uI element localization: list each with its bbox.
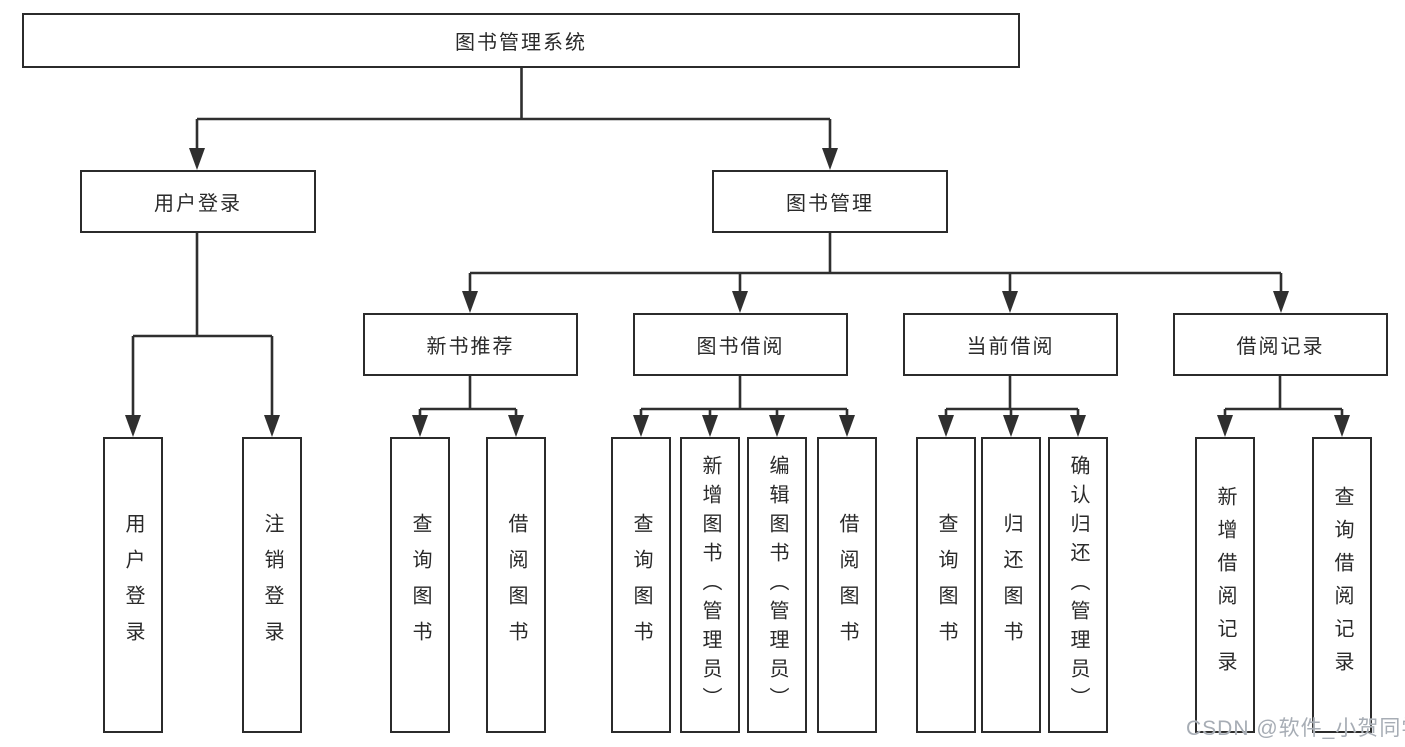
node-book-management-label: 图书管理 xyxy=(786,193,874,215)
node-current-borrow-label: 当前借阅 xyxy=(966,336,1055,358)
leaf-user-login: 用户登录 xyxy=(103,437,163,733)
node-borrow-records-label: 借阅记录 xyxy=(1236,336,1325,358)
leaf-query-borrow-record: 查询借阅记录 xyxy=(1312,437,1372,733)
node-new-book-recommend: 新书推荐 xyxy=(363,313,578,376)
leaf-logout-label: 注销登录 xyxy=(261,513,283,657)
leaf-query-books-recommend-label: 查询图书 xyxy=(409,513,431,657)
leaf-borrow-books-recommend-label: 借阅图书 xyxy=(505,513,527,657)
leaf-query-books-current: 查询图书 xyxy=(916,437,976,733)
leaf-return-books-label: 归还图书 xyxy=(1000,513,1022,657)
node-borrow-records: 借阅记录 xyxy=(1173,313,1388,376)
node-user-login-label: 用户登录 xyxy=(154,193,242,215)
leaf-edit-book-admin-label: 编辑图书（管理员） xyxy=(766,454,788,716)
connector-book-management-children xyxy=(462,233,1289,313)
node-library-system: 图书管理系统 xyxy=(22,13,1020,68)
leaf-logout: 注销登录 xyxy=(242,437,302,733)
leaf-query-books-borrow: 查询图书 xyxy=(611,437,671,733)
leaf-add-borrow-record: 新增借阅记录 xyxy=(1195,437,1255,733)
leaf-confirm-return-admin: 确认归还（管理员） xyxy=(1048,437,1108,733)
leaf-user-login-label: 用户登录 xyxy=(122,513,144,657)
leaf-add-book-admin-label: 新增图书（管理员） xyxy=(699,454,721,716)
leaf-add-borrow-record-label: 新增借阅记录 xyxy=(1214,486,1236,684)
node-current-borrow: 当前借阅 xyxy=(903,313,1118,376)
node-new-book-recommend-label: 新书推荐 xyxy=(426,336,515,358)
leaf-borrow-books: 借阅图书 xyxy=(817,437,877,733)
node-user-login: 用户登录 xyxy=(80,170,316,233)
connector-book-borrow-children xyxy=(633,376,855,437)
leaf-add-book-admin: 新增图书（管理员） xyxy=(680,437,740,733)
leaf-borrow-books-label: 借阅图书 xyxy=(836,513,858,657)
connector-borrow-records-children xyxy=(1217,376,1350,437)
leaf-edit-book-admin: 编辑图书（管理员） xyxy=(747,437,807,733)
csdn-watermark: CSDN @软件_小贺同学 xyxy=(1186,717,1405,740)
node-book-management: 图书管理 xyxy=(712,170,948,233)
leaf-query-books-borrow-label: 查询图书 xyxy=(630,513,652,657)
leaf-query-books-recommend: 查询图书 xyxy=(390,437,450,733)
leaf-query-books-current-label: 查询图书 xyxy=(935,513,957,657)
leaf-query-borrow-record-label: 查询借阅记录 xyxy=(1331,486,1353,684)
leaf-return-books: 归还图书 xyxy=(981,437,1041,733)
connector-user-login-children xyxy=(125,233,280,437)
node-book-borrow: 图书借阅 xyxy=(633,313,848,376)
leaf-confirm-return-admin-label: 确认归还（管理员） xyxy=(1067,454,1089,716)
connector-new-book-children xyxy=(412,376,524,437)
leaf-borrow-books-recommend: 借阅图书 xyxy=(486,437,546,733)
connector-root-to-level2 xyxy=(189,68,838,170)
node-book-borrow-label: 图书借阅 xyxy=(696,336,785,358)
node-library-system-label: 图书管理系统 xyxy=(455,32,587,54)
connector-current-borrow-children xyxy=(938,376,1086,437)
